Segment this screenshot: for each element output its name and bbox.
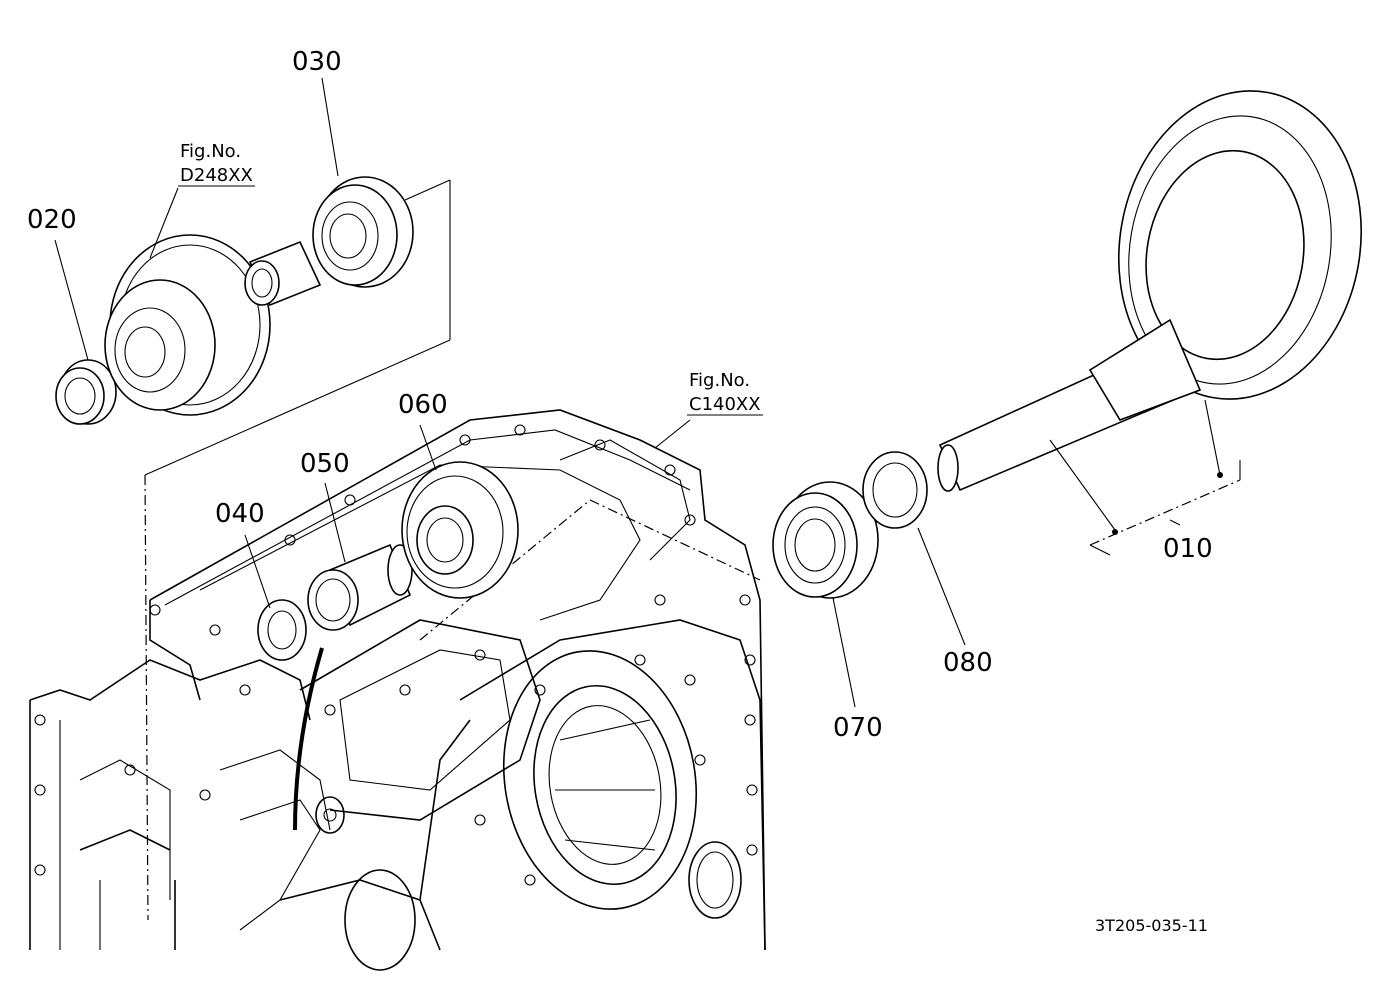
drawing-code: 3T205-035-11 [1095,916,1208,935]
label-part-030[interactable]: 030 [292,47,342,77]
bushing [244,240,322,307]
gear-d248xx [104,234,271,416]
fig-ref-label: Fig.No. [180,141,241,162]
label-part-050[interactable]: 050 [300,449,350,479]
label-part-080[interactable]: 080 [943,648,993,678]
phantom-lines [144,179,761,921]
part-010-bevel-gear-set [937,90,1363,492]
label-part-070[interactable]: 070 [833,713,883,743]
part-labels: 030 020 060 050 040 010 080 070 [27,47,1213,743]
label-part-040[interactable]: 040 [215,499,265,529]
part-070-bearing [772,481,879,599]
part-030-bearing [312,176,414,288]
label-part-020[interactable]: 020 [27,205,77,235]
leader-lines [54,77,1241,708]
figure-reference-d248xx[interactable]: Fig.No. D248XX [178,141,255,187]
part-060-gear [401,461,519,599]
part-040-washer [257,599,307,661]
transmission-housing [29,409,766,971]
part-020-seal [55,359,117,425]
label-part-010[interactable]: 010 [1163,534,1213,564]
figure-reference-c140xx[interactable]: Fig.No. C140XX [687,370,763,416]
part-050-sleeve [307,543,413,631]
fig-ref-number: D248XX [180,165,253,186]
part-080-shim [862,451,928,529]
fig-ref-label: Fig.No. [689,370,750,391]
fig-ref-number: C140XX [689,394,761,415]
label-part-060[interactable]: 060 [398,390,448,420]
